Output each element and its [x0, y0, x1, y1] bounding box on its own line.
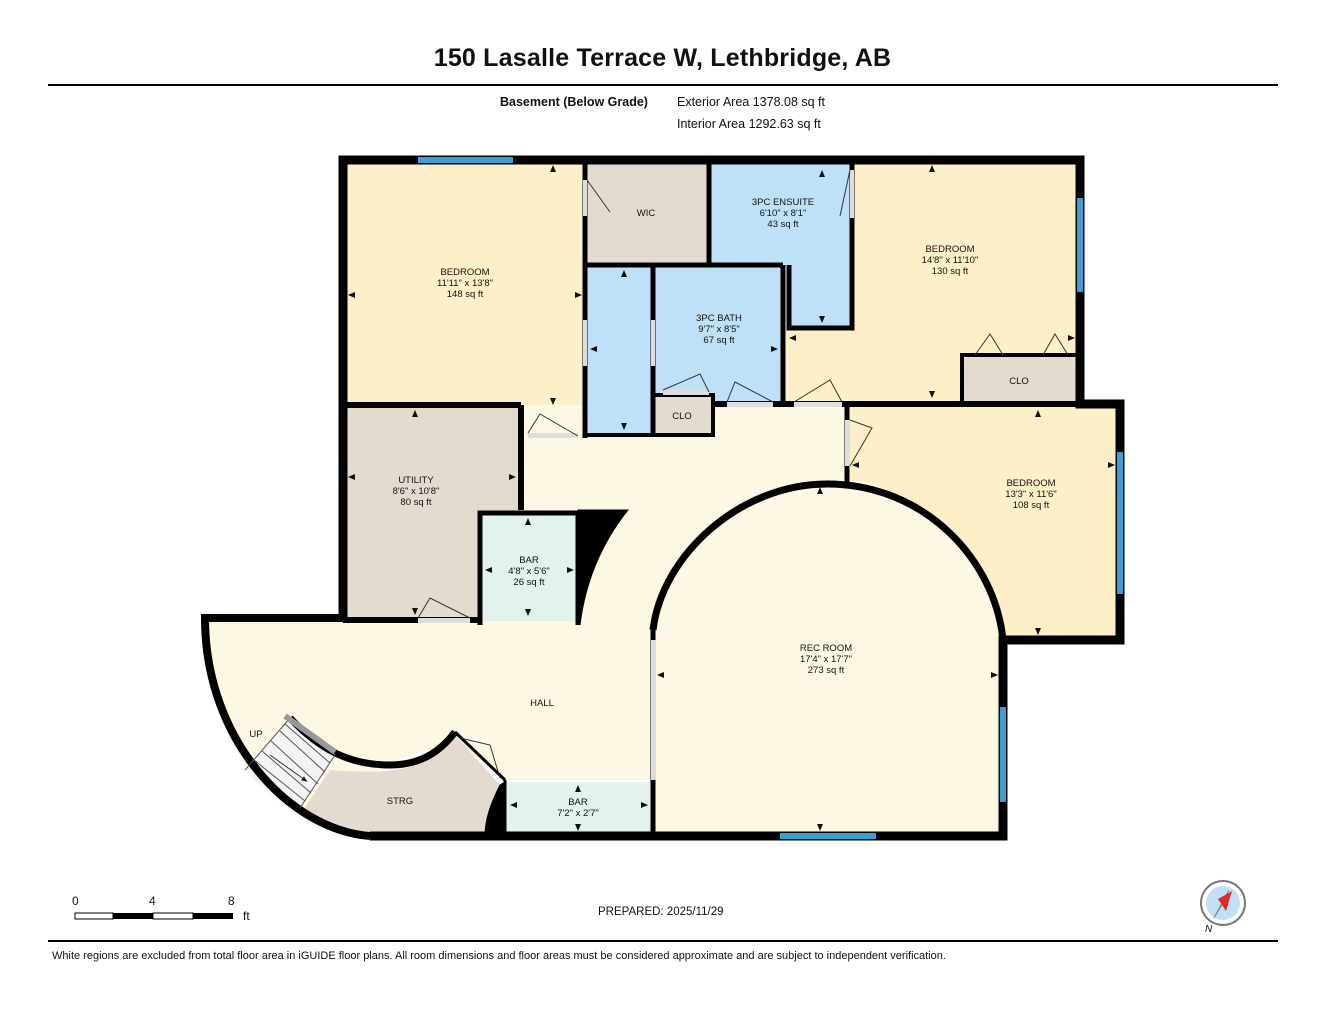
- strg-name: STRG: [387, 796, 413, 807]
- clo2-name: CLO: [1009, 376, 1029, 387]
- wic-name: WIC: [637, 208, 656, 219]
- bedroom1-fill: [343, 160, 585, 405]
- scale-tick-8: 8: [228, 894, 235, 908]
- clo1-name: CLO: [672, 411, 692, 422]
- header-rule: [48, 84, 1278, 86]
- ensuite-fill: [709, 160, 852, 328]
- rec-fill: [653, 484, 1000, 836]
- utility-area: 80 sq ft: [400, 497, 432, 508]
- ensuite-dims: 6'10" x 8'1": [760, 208, 807, 219]
- rec-area: 273 sq ft: [808, 665, 845, 676]
- compass-north-label: N: [1205, 924, 1213, 935]
- interior-area: Interior Area 1292.63 sq ft: [677, 117, 821, 131]
- rec-arc-wall: [649, 480, 1007, 641]
- bedroom1-name: BEDROOM: [440, 267, 489, 278]
- utility-dims: 8'6" x 10'8": [393, 486, 440, 497]
- utility-name: UTILITY: [398, 475, 434, 486]
- bedroom2-fill: [783, 160, 1080, 404]
- bedroom3-area: 108 sq ft: [1013, 500, 1050, 511]
- bedroom2-dims: 14'8" x 11'10": [922, 255, 979, 266]
- scale-unit: ft: [243, 909, 250, 923]
- bath-area: 67 sq ft: [703, 335, 735, 346]
- bar1-area: 26 sq ft: [513, 577, 545, 588]
- floor-name: Basement (Below Grade): [500, 95, 648, 109]
- room-fills: [205, 160, 1120, 836]
- dimension-arrows: [348, 165, 1115, 831]
- windows: [418, 157, 1123, 839]
- scale-tick-4: 4: [149, 894, 156, 908]
- bath-name: 3PC BATH: [696, 313, 742, 324]
- page-title: 150 Lasalle Terrace W, Lethbridge, AB: [433, 44, 892, 72]
- scale-bar: [74, 912, 233, 920]
- bedroom3-dims: 13'3" x 11'6": [1005, 489, 1056, 500]
- bedroom2-name: BEDROOM: [925, 244, 974, 255]
- bar1-dims: 4'8" x 5'6": [508, 566, 550, 577]
- doors: [417, 169, 1069, 780]
- bedroom3-name: BEDROOM: [1006, 478, 1055, 489]
- exterior-area: Exterior Area 1378.08 sq ft: [677, 95, 826, 109]
- bar1-fill: [480, 515, 578, 621]
- closet1-fill: [653, 395, 713, 435]
- compass-icon: [1200, 880, 1246, 926]
- hall-name: HALL: [530, 698, 554, 709]
- scale-tick-0: 0: [72, 894, 79, 908]
- bath-dims: 9'7" x 8'5": [698, 324, 740, 335]
- disclaimer: White regions are excluded from total fl…: [52, 950, 946, 962]
- bedroom1-area: 148 sq ft: [447, 289, 484, 300]
- closet2-fill: [962, 355, 1080, 404]
- bath-fill: [653, 265, 783, 403]
- bedroom3-fill: [847, 404, 1120, 640]
- strg-fill: [300, 735, 500, 836]
- footer-rule: [48, 940, 1278, 942]
- bedroom1-dims: 11'11" x 13'8": [437, 278, 493, 289]
- ensuite-name: 3PC ENSUITE: [752, 197, 814, 208]
- bar2-name: BAR: [568, 797, 588, 808]
- bar1-name: BAR: [519, 555, 539, 566]
- up-label: UP: [249, 729, 262, 740]
- bedroom2-area: 130 sq ft: [932, 266, 969, 277]
- bar2-dims: 7'2" x 2'7": [557, 808, 599, 819]
- stairs: [244, 713, 337, 809]
- rec-dims: 17'4" x 17'7": [800, 654, 852, 665]
- ensuite-area: 43 sq ft: [767, 219, 799, 230]
- rec-name: REC ROOM: [800, 643, 852, 654]
- prepared-date: PREPARED: 2025/11/29: [598, 906, 724, 918]
- room-labels: BEDROOM 11'11" x 13'8" 148 sq ft WIC 3PC…: [249, 197, 1056, 819]
- wic-fill: [585, 160, 709, 265]
- outer-wall-curve: [200, 614, 371, 840]
